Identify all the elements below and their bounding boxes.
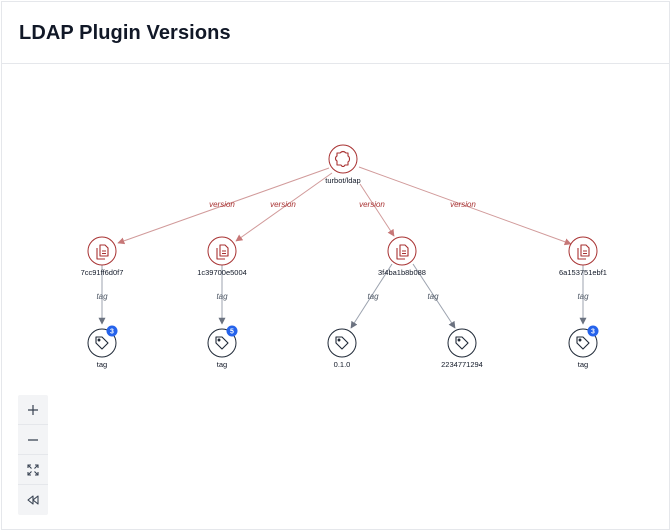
zoom-in-button[interactable] — [18, 395, 48, 425]
version-edges: version version version version — [117, 166, 572, 246]
node-label-tag: 2234771294 — [441, 360, 483, 369]
edge-label-version: version — [359, 200, 385, 209]
graph-controls — [18, 395, 48, 515]
node-tag[interactable]: 3 tag — [87, 325, 118, 370]
node-label-tag: tag — [97, 360, 107, 369]
node-label-tag: tag — [217, 360, 227, 369]
node-version[interactable]: 7cc91ff6d0f7 — [81, 236, 124, 277]
edge-root-version-2 — [235, 172, 333, 242]
node-label-tag: 0.1.0 — [334, 360, 351, 369]
tag-icon — [455, 336, 469, 350]
node-tag[interactable]: 2234771294 — [441, 328, 483, 369]
tag-icon — [335, 336, 349, 350]
reset-layout-button[interactable] — [18, 485, 48, 515]
node-label-version: 6a153751ebf1 — [559, 268, 607, 277]
count-badge-text: 5 — [230, 329, 234, 336]
count-badge — [587, 325, 599, 337]
node-tag[interactable]: 0.1.0 — [327, 328, 357, 369]
version-doc-icon — [396, 244, 409, 260]
count-badge — [106, 325, 118, 337]
tag-icon — [215, 336, 229, 350]
edge-label-version: version — [270, 200, 296, 209]
count-badge-text: 3 — [110, 329, 114, 336]
node-tag[interactable]: 5 tag — [207, 325, 238, 370]
plus-icon — [28, 404, 38, 415]
zoom-out-button[interactable] — [18, 425, 48, 455]
panel-header: LDAP Plugin Versions — [2, 2, 669, 64]
edge-label-tag: tag — [96, 292, 108, 301]
node-label-version: 7cc91ff6d0f7 — [81, 268, 124, 277]
edge-label-tag: tag — [216, 292, 228, 301]
tag-icon — [95, 336, 109, 350]
tag-edges: tag tag tag tag tag — [96, 263, 589, 329]
version-doc-icon — [577, 244, 590, 260]
node-version[interactable]: 3f4ba1b8b088 — [378, 236, 426, 277]
count-badge — [226, 325, 238, 337]
edge-label-version: version — [450, 200, 476, 209]
fit-view-button[interactable] — [18, 455, 48, 485]
edge-root-version-3 — [359, 183, 395, 237]
expand-icon — [27, 463, 39, 476]
edge-version-tag-3 — [350, 263, 393, 329]
node-tag[interactable]: 3 tag — [568, 325, 599, 370]
node-label-version: 3f4ba1b8b088 — [378, 268, 426, 277]
node-label-plugin: turbot/ldap — [325, 176, 360, 185]
edge-root-version-1 — [117, 167, 330, 245]
edge-label-tag: tag — [367, 292, 379, 301]
rewind-icon — [27, 495, 39, 505]
tag-icon — [576, 336, 590, 350]
minus-icon — [28, 438, 38, 441]
node-label-version: 1c39700e5004 — [197, 268, 247, 277]
count-badge-text: 3 — [591, 329, 595, 336]
node-version[interactable]: 6a153751ebf1 — [559, 236, 607, 277]
edge-label-tag: tag — [427, 292, 439, 301]
edge-label-version: version — [209, 200, 235, 209]
edge-version-tag-4 — [412, 263, 456, 329]
edge-label-tag: tag — [577, 292, 589, 301]
node-version[interactable]: 1c39700e5004 — [197, 236, 247, 277]
node-plugin[interactable]: turbot/ldap — [325, 144, 361, 185]
plugin-icon — [334, 150, 351, 168]
version-doc-icon — [96, 244, 109, 260]
edge-root-version-4 — [358, 166, 572, 246]
node-label-tag: tag — [578, 360, 588, 369]
version-doc-icon — [216, 244, 229, 260]
page-title: LDAP Plugin Versions — [19, 22, 231, 44]
